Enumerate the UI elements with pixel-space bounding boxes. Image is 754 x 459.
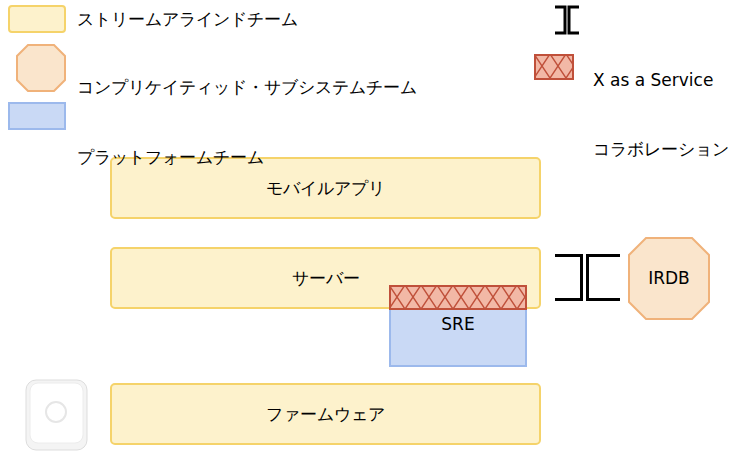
node-label: SRE [441,314,474,334]
hatch-rect [535,55,573,79]
legend-bracket-symbol [554,5,580,35]
complicated-subsystem-team: IRDB [628,237,710,320]
collaboration-band [390,286,526,309]
device-illustration [26,380,87,450]
node-label: IRDB [648,268,690,288]
legend-hatch-symbol [534,54,574,80]
stream-aligned-team: ファームウェア [110,383,541,445]
legend-swatch [8,102,66,130]
legend-text: X as a Service [593,70,754,90]
bracket-stroke [555,7,579,33]
legend-text: ストリームアラインドチーム [77,9,754,29]
node-label: モバイルアプリ [266,178,385,198]
legend-swatch [8,5,66,33]
platform-box [390,309,526,366]
node-label: ファームウェア [266,404,385,424]
octagon-outline [629,238,709,319]
legend-swatch [16,44,66,92]
legend-text: コラボレーション [593,139,754,159]
legend-octagon [17,45,65,91]
platform-team: SRE [389,285,527,367]
x-as-a-service-connector [541,256,628,300]
node-label: サーバー [292,268,360,288]
